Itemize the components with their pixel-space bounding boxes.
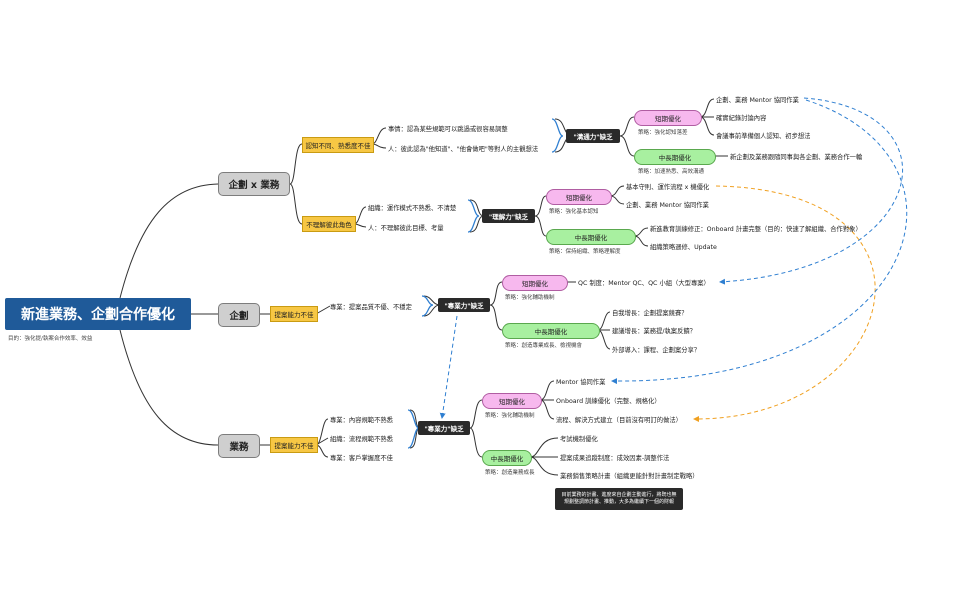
gap-communication: "溝通力"缺乏 xyxy=(566,129,620,143)
sales-plan-note: 目前業務的計畫、進度來自企劃主動進行，將既也無 規劃整調節計畫、推動，大多為繼續… xyxy=(555,488,683,510)
detail-item: 事情：認為某些規範可以跳過或很容易調整 xyxy=(388,126,508,133)
action-item: 流程、解決方式建立（目前沒有明訂的做法） xyxy=(556,417,682,424)
branch-planning-sales: 企劃 x 業務 xyxy=(218,172,290,196)
action-item: 企劃、業務 Mentor 協同作業 xyxy=(716,97,799,104)
detail-item: 人：彼此認為"他知道"、"他會做吧"等對人的主觀想法 xyxy=(388,146,539,153)
action-item: 會議事前準備個人認知、初步想法 xyxy=(716,133,811,140)
plan-strategy: 策略：保持組織、策略理解度 xyxy=(549,249,621,255)
detail-item: 組織：運作模式不熟悉、不清楚 xyxy=(368,205,457,212)
note-line: 規劃整調節計畫、推動，大多為繼續下一個的財報 xyxy=(563,499,674,505)
plan-strategy: 策略：加速熟悉、高效溝通 xyxy=(638,169,705,175)
root-title: 新進業務、企劃合作優化 xyxy=(5,298,191,330)
branch-sales: 業務 xyxy=(218,434,260,458)
gap-understanding: "理解力"缺乏 xyxy=(482,209,535,223)
action-item: 基本守則、運作流程 x 機優化 xyxy=(626,184,710,191)
plan-strategy: 策略：創造專業成長、檢視機會 xyxy=(505,343,583,349)
issue-proposal-sales: 提案能力不佳 xyxy=(270,437,318,453)
action-item: 新企劃及業務跟隨同事與各企劃、業務合作一輪 xyxy=(730,154,863,161)
action-item: 業務銷售策略計畫（組織更能針對計畫制定戰略） xyxy=(560,473,699,480)
plan-strategy: 策略：強化認知落差 xyxy=(638,130,688,136)
plan-long-term: 中長期優化 xyxy=(502,323,600,339)
action-item: QC 制度：Mentor QC、QC 小組（大型專案） xyxy=(578,280,710,287)
gap-expertise-sales: "專業力"缺乏 xyxy=(418,421,470,435)
action-item: 新進教育訓練修正：Onboard 計畫完整（目的：快速了解組織、合作對象） xyxy=(650,226,862,233)
plan-short-term: 短期優化 xyxy=(634,110,702,126)
action-item: 確實紀錄討論內容 xyxy=(716,115,767,122)
action-item: Mentor 協同作業 xyxy=(556,379,606,386)
plan-short-term: 短期優化 xyxy=(502,275,568,291)
plan-long-term: 中長期優化 xyxy=(546,229,636,245)
plan-long-term: 中長期優化 xyxy=(482,450,532,466)
action-item: 企劃、業務 Mentor 協同作業 xyxy=(626,202,709,209)
action-item: 提案成果追蹤制度：成效因素-調整作法 xyxy=(560,455,670,462)
detail-item: 專業：內容規範不熟悉 xyxy=(330,417,393,424)
plan-short-term: 短期優化 xyxy=(482,393,542,409)
plan-strategy: 策略：強化基本認知 xyxy=(549,209,599,215)
plan-strategy: 策略：強化輔助機制 xyxy=(505,295,555,301)
action-item: 自我增長：企劃提案競賽？ xyxy=(612,310,688,317)
gap-expertise-planning: "專業力"缺乏 xyxy=(438,298,490,312)
detail-item: 專業：提案品質不優、不穩定 xyxy=(330,304,412,311)
detail-item: 專業：客戶掌握度不佳 xyxy=(330,455,393,462)
detail-item: 組織：流程規範不熟悉 xyxy=(330,436,393,443)
root-goal: 目的：強化提/執案合作效率、效益 xyxy=(8,336,93,342)
branch-planning: 企劃 xyxy=(218,303,260,327)
action-item: 建議增長：業務提/執案反饋？ xyxy=(612,328,696,335)
note-line: 目前業務的計畫、進度來自企劃主動進行，將既也無 xyxy=(561,492,677,498)
detail-item: 人：不理解彼此目標、考量 xyxy=(368,225,444,232)
plan-long-term: 中長期優化 xyxy=(634,149,716,165)
plan-short-term: 短期優化 xyxy=(546,189,612,205)
action-item: Onboard 訓練優化（完整、規格化） xyxy=(556,398,661,405)
action-item: 組織策略週修、Update xyxy=(650,244,717,251)
issue-proposal-planning: 提案能力不佳 xyxy=(270,306,318,322)
action-item: 外部導入：課程、企劃案分享？ xyxy=(612,347,701,354)
action-item: 考試機制優化 xyxy=(560,436,598,443)
plan-strategy: 策略：強化輔助機制 xyxy=(485,413,535,419)
issue-roles: 不理解彼此角色 xyxy=(302,216,356,232)
plan-strategy: 策略：創造業務成長 xyxy=(485,470,535,476)
issue-cognition: 認知不同、熟悉度不佳 xyxy=(302,137,374,153)
